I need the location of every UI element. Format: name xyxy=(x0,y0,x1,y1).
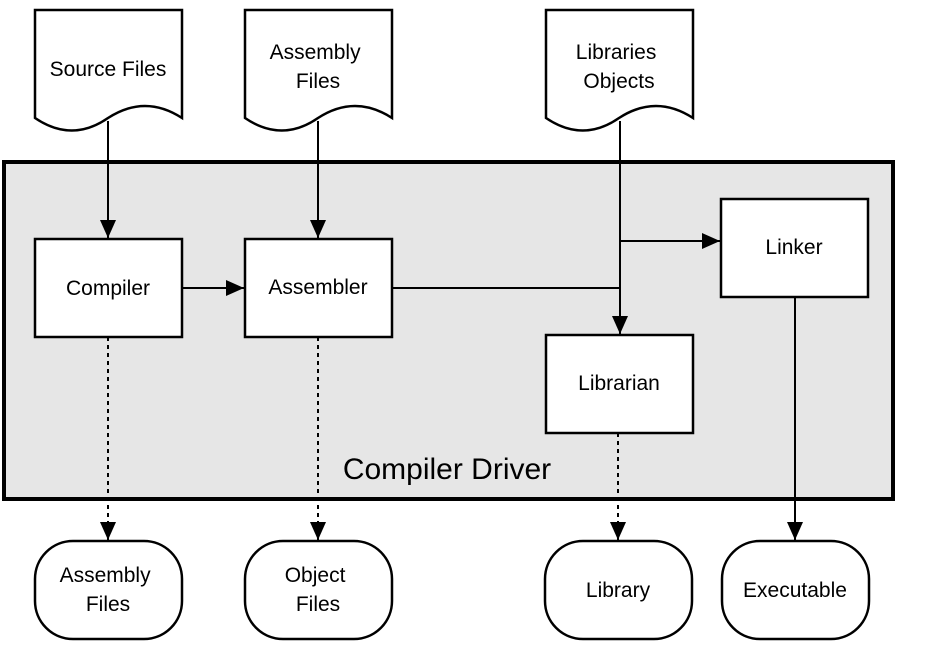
svg-text:Assembly Files: Assembly Files xyxy=(60,564,157,616)
assembly-files-output: Assembly Files xyxy=(33,539,184,641)
object-files-output-line-2: Files xyxy=(296,593,340,616)
linker-node: Linker xyxy=(719,197,870,299)
compiler-driver-label: Compiler Driver xyxy=(343,453,551,486)
svg-text:Object Files: Object Files xyxy=(285,564,352,616)
libraries-objects-line-1: Libraries xyxy=(576,41,657,64)
svg-text:Source Files: Source Files xyxy=(50,58,167,81)
assembly-files-input: Assembly Files xyxy=(243,8,394,132)
executable-output-label: Executable xyxy=(743,579,847,602)
executable-output: Executable xyxy=(720,539,871,641)
source-files-input: Source Files xyxy=(33,8,184,132)
svg-text:Libraries Objects: Libraries Objects xyxy=(576,41,662,93)
assembly-files-input-line-1: Assembly xyxy=(270,41,362,64)
libraries-objects-input: Libraries Objects xyxy=(544,8,695,132)
object-files-output-line-1: Object xyxy=(285,564,346,587)
linker-label: Linker xyxy=(765,236,822,259)
svg-text:Assembly Files: Assembly Files xyxy=(270,41,367,93)
assembly-files-input-line-2: Files xyxy=(296,70,340,93)
library-output: Library xyxy=(543,539,694,641)
librarian-node: Librarian xyxy=(544,333,695,435)
object-files-output: Object Files xyxy=(243,539,394,641)
librarian-label: Librarian xyxy=(578,372,660,395)
libraries-objects-line-2: Objects xyxy=(583,70,654,93)
library-output-label: Library xyxy=(586,579,651,602)
compiler-label: Compiler xyxy=(66,277,150,300)
assembler-label: Assembler xyxy=(268,276,367,299)
assembler-node: Assembler xyxy=(243,237,394,339)
source-files-label: Source Files xyxy=(50,58,167,81)
assembly-files-output-line-2: Files xyxy=(86,593,130,616)
assembly-files-output-line-1: Assembly xyxy=(60,564,152,587)
compiler-node: Compiler xyxy=(33,237,184,339)
